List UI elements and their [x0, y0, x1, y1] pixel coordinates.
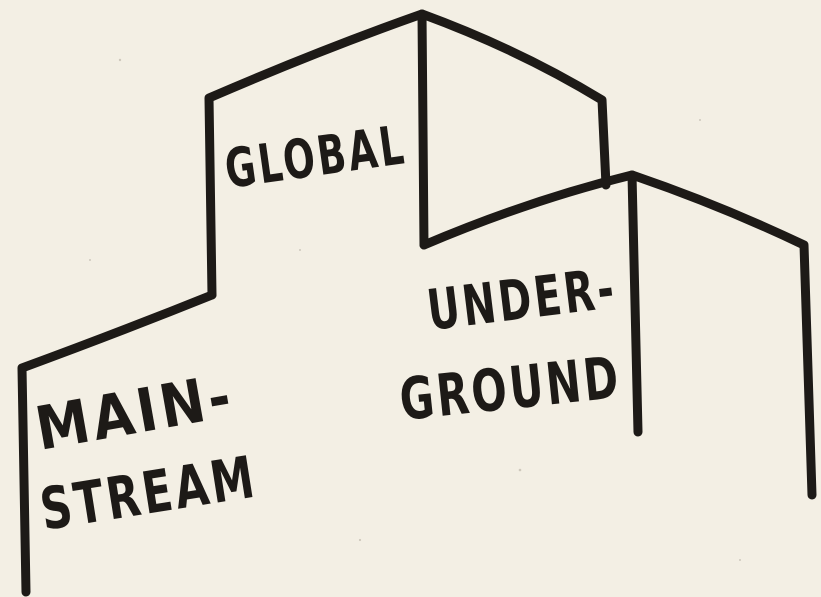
mainstream-block-outline — [17, 290, 217, 597]
global-label: GLOBAL — [221, 113, 410, 201]
underground-label-line2: GROUND — [396, 343, 624, 434]
underground-block-outline — [419, 170, 643, 437]
global-block-side-face — [417, 9, 611, 190]
global-block-outline — [204, 9, 429, 300]
underground-label-line1: UNDER- — [424, 256, 621, 344]
underground-block-side-face — [627, 170, 817, 500]
paper-texture — [89, 58, 741, 561]
